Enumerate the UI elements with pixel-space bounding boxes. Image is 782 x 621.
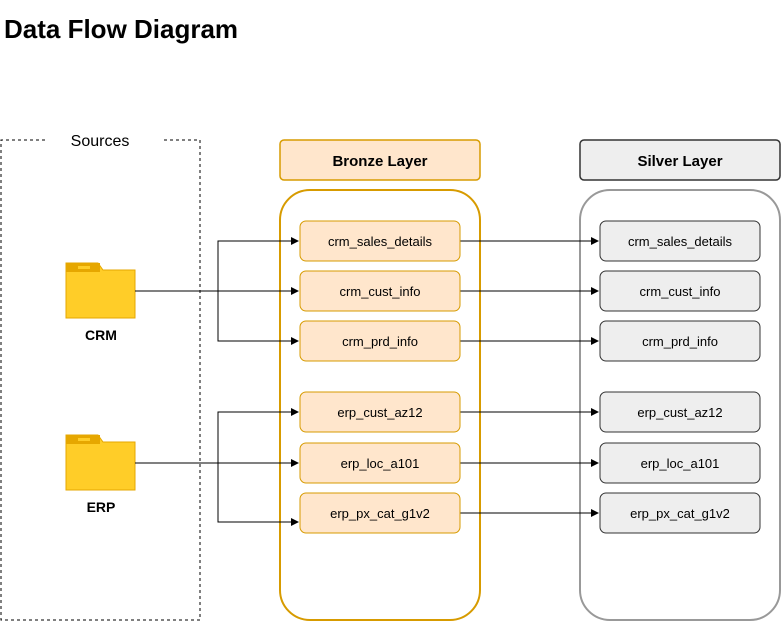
sources-label: Sources [71, 133, 130, 150]
silver-table-label: erp_loc_a101 [641, 456, 720, 471]
bronze-table-label: crm_prd_info [342, 334, 418, 349]
crm-to-crm-sales-details-arrow [217, 237, 299, 291]
erp-to-erp-cust-arrow [217, 408, 299, 463]
connectors [135, 237, 599, 526]
bronze-table-box: crm_cust_info [299, 270, 461, 312]
silver-table-box: erp_loc_a101 [599, 442, 761, 484]
silver-table-label: erp_px_cat_g1v2 [630, 506, 730, 521]
crm-folder-icon [65, 262, 136, 319]
silver-table-box: erp_cust_az12 [599, 391, 761, 433]
silver-table-label: crm_cust_info [640, 284, 721, 299]
silver-table-label: crm_sales_details [628, 234, 733, 249]
erp-to-erp-px-cat-arrow [217, 463, 299, 526]
silver-layer-label: Silver Layer [637, 153, 722, 170]
bronze-table-box: crm_sales_details [299, 220, 461, 262]
silver-table-box: crm_sales_details [599, 220, 761, 262]
erp-folder-icon [65, 434, 136, 491]
bronze-table-label: erp_px_cat_g1v2 [330, 506, 430, 521]
erp-label: ERP [87, 499, 116, 515]
crm-to-crm-prd-info-arrow [217, 291, 299, 345]
bronze-table-label: erp_loc_a101 [341, 456, 420, 471]
bronze-layer-header: Bronze Layer [279, 139, 481, 181]
sources-container: Sources [0, 133, 201, 621]
bronze-table-box: erp_px_cat_g1v2 [299, 492, 461, 534]
silver-layer-header: Silver Layer [579, 139, 781, 181]
silver-table-label: crm_prd_info [642, 334, 718, 349]
silver-table-box: erp_px_cat_g1v2 [599, 492, 761, 534]
bronze-layer-container [279, 189, 481, 621]
bronze-table-box: crm_prd_info [299, 320, 461, 362]
silver-table-box: crm_cust_info [599, 270, 761, 312]
silver-table-box: crm_prd_info [599, 320, 761, 362]
bronze-table-box: erp_cust_az12 [299, 391, 461, 433]
page-title: Data Flow Diagram [4, 14, 239, 44]
bronze-table-label: crm_cust_info [340, 284, 421, 299]
bronze-layer-label: Bronze Layer [332, 153, 427, 170]
bronze-table-box: erp_loc_a101 [299, 442, 461, 484]
bronze-table-label: crm_sales_details [328, 234, 433, 249]
silver-table-label: erp_cust_az12 [637, 405, 722, 420]
crm-label: CRM [85, 327, 117, 343]
bronze-table-label: erp_cust_az12 [337, 405, 422, 420]
silver-layer-container [579, 189, 781, 621]
